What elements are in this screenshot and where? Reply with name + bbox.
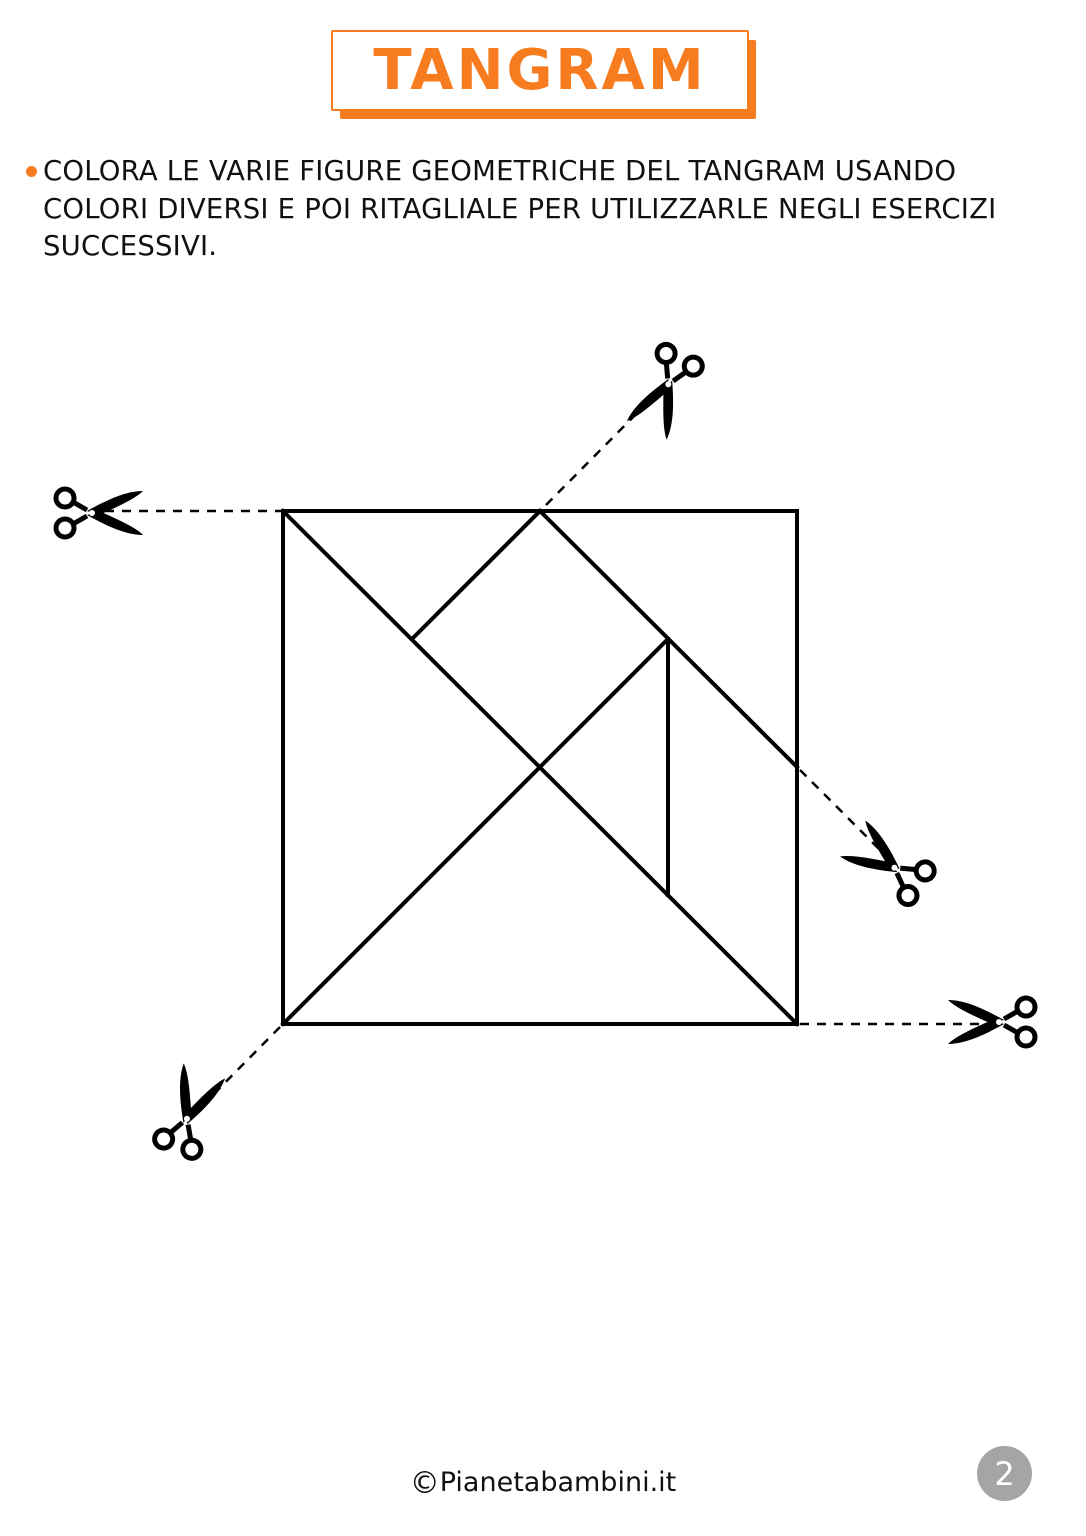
cut-guides	[105, 399, 980, 1111]
scissors-icon	[839, 819, 938, 908]
page-number-badge: 2	[977, 1446, 1032, 1501]
footer: ©Pianetabambini.it	[0, 1466, 1086, 1501]
tangram-pieces	[280, 508, 800, 1027]
cut-guide-bottom-left	[197, 1026, 281, 1111]
instruction-line: COLORA LE VARIE FIGURE GEOMETRICHE DEL T…	[43, 155, 957, 187]
instruction-line: SUCCESSIVI.	[43, 230, 218, 262]
page-title: TANGRAM	[373, 38, 707, 103]
scissors-icon	[625, 342, 705, 441]
bullet-icon	[26, 166, 37, 177]
scissors-icon	[56, 489, 143, 537]
copyright-icon: ©	[409, 1466, 440, 1501]
site-name: Pianetabambini.it	[439, 1467, 677, 1498]
diagonal-secondary	[280, 636, 671, 1027]
scissors-icon	[152, 1063, 227, 1161]
title-banner: TANGRAM	[331, 30, 756, 119]
instructions: COLORA LE VARIE FIGURE GEOMETRICHE DEL T…	[43, 153, 1043, 266]
square-edge	[409, 508, 543, 642]
title-box: TANGRAM	[331, 30, 749, 111]
cut-guide-right	[799, 769, 881, 851]
scissors-icon	[948, 998, 1035, 1046]
instruction-line: COLORI DIVERSI E POI RITAGLIALE PER UTIL…	[43, 192, 997, 225]
